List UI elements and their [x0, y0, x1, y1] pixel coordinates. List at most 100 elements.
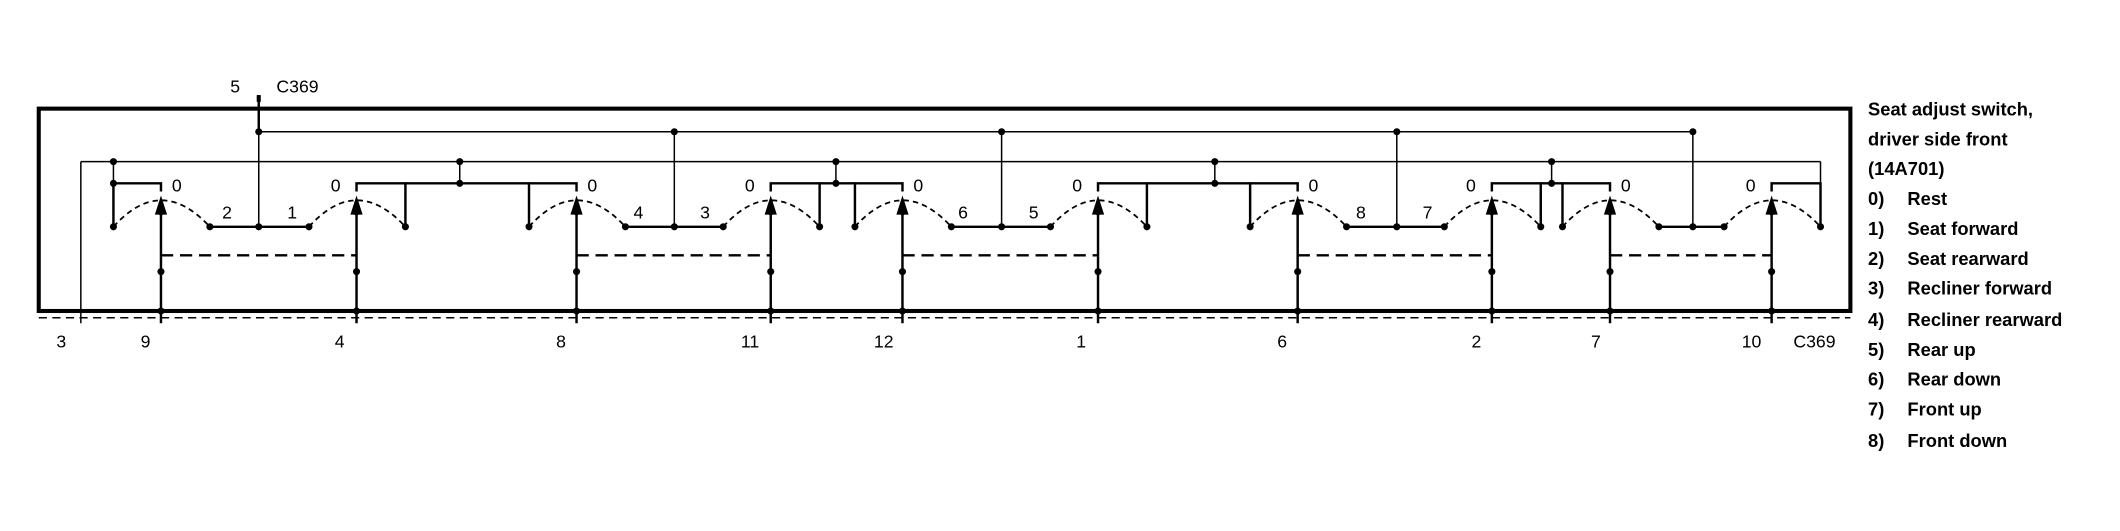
junction-dot — [456, 179, 464, 187]
rotary-switch-10: 0 — [1720, 175, 1825, 324]
connector-pin-label: 3 — [56, 332, 66, 352]
junction-dot — [109, 179, 117, 187]
switch-position-label: 2 — [222, 203, 232, 223]
legend: Seat adjust switch, driver side front (1… — [1868, 98, 2062, 450]
pivot-dot — [157, 208, 165, 216]
switch-position-label: 8 — [1356, 203, 1366, 223]
switch-wiper-arc — [308, 199, 407, 228]
junction-dot — [1689, 223, 1697, 231]
pivot-dot — [1488, 208, 1496, 216]
junction-dot — [1548, 158, 1556, 166]
legend-item-label: Rear up — [1907, 339, 1975, 360]
pivot-junction-dot — [1606, 268, 1614, 276]
rest-contact-bracket — [1770, 182, 1822, 227]
pivot-junction-dot — [1768, 268, 1776, 276]
contact-dot — [1343, 223, 1351, 231]
pivot-junction-dot — [157, 268, 165, 276]
rest-contact-bracket — [1561, 182, 1612, 227]
rest-position-label: 0 — [1746, 175, 1756, 195]
contact-dot — [1720, 223, 1728, 231]
legend-item-number: 4) — [1868, 309, 1884, 330]
junction-dot — [255, 223, 263, 231]
connector-junction-dot — [898, 307, 906, 315]
legend-item-label: Rest — [1907, 188, 1947, 209]
legend-title-line-2: driver side front — [1868, 128, 2008, 149]
junction-dot — [1548, 179, 1556, 187]
legend-item-number: 0) — [1868, 188, 1884, 209]
junction-dot — [456, 158, 464, 166]
wiper-arrow-icon — [1291, 195, 1304, 215]
connector-junction-dot — [573, 307, 581, 315]
wiper-arrow-icon — [1485, 195, 1498, 215]
rest-contact-bracket — [1096, 182, 1149, 227]
wiper-arrow-icon — [764, 195, 777, 215]
bottom-connector-name-label: C369 — [1793, 332, 1835, 352]
legend-item-number: 7) — [1868, 399, 1884, 420]
pivot-dot — [573, 208, 581, 216]
pivot-dot — [1768, 208, 1776, 216]
junction-dot — [998, 128, 1006, 136]
switch-wiper-arc — [112, 199, 211, 228]
junction-dot — [109, 158, 117, 166]
switch-housing-outline — [36, 106, 1853, 314]
rest-contact-bracket — [112, 182, 163, 227]
connector-pin-label: 8 — [556, 332, 566, 352]
legend-item-number: 2) — [1868, 248, 1884, 269]
rest-contact-bracket — [769, 182, 821, 227]
pivot-junction-dot — [1094, 268, 1102, 276]
connector-pin-label: 11 — [741, 332, 759, 352]
wiper-arrow-icon — [1603, 195, 1617, 215]
switch-position-label: 5 — [1029, 203, 1039, 223]
junction-dot — [1393, 223, 1401, 231]
rest-position-label: 0 — [1466, 175, 1476, 195]
pivot-junction-dot — [573, 268, 581, 276]
switch-wiper-arc — [854, 199, 953, 228]
rest-position-label: 0 — [172, 175, 182, 195]
pivot-junction-dot — [1294, 268, 1302, 276]
legend-item-label: Rear down — [1907, 369, 2001, 390]
junction-dot — [832, 179, 840, 187]
legend-item-label: Recliner forward — [1907, 278, 2052, 299]
switch-wiper-arc — [722, 199, 821, 228]
legend-title-line-1: Seat adjust switch, — [1868, 98, 2033, 119]
switch-position-label: 4 — [634, 203, 644, 223]
rest-position-label: 0 — [1072, 175, 1082, 195]
legend-item-number: 3) — [1868, 278, 1884, 299]
connector-junction-dot — [1488, 307, 1496, 315]
rest-contact-bracket — [1490, 182, 1542, 227]
pivot-dot — [767, 208, 775, 216]
switch-wiper-arc — [1049, 199, 1148, 228]
switch-wiper-arc — [1723, 199, 1822, 228]
junction-dot — [670, 128, 678, 136]
rest-position-label: 0 — [1621, 175, 1631, 195]
top-connector-pin-label: 5 — [230, 76, 240, 96]
rest-position-label: 0 — [587, 175, 597, 195]
switch-position-label: 3 — [700, 203, 710, 223]
junction-dot — [255, 128, 263, 136]
connector-pin-label: 7 — [1591, 332, 1601, 352]
top-connector-pin-mark — [256, 95, 261, 102]
pivot-junction-dot — [898, 268, 906, 276]
junction-dot — [670, 223, 678, 231]
rest-contact-bracket — [355, 182, 407, 227]
legend-item-number: 8) — [1868, 430, 1884, 451]
connector-pin-label: 2 — [1471, 332, 1481, 352]
contact-dot — [1558, 223, 1567, 231]
switch-wiper-arc — [1561, 199, 1660, 228]
contact-dot — [851, 223, 859, 231]
wiper-arrow-icon — [896, 195, 909, 215]
rest-position-label: 0 — [745, 175, 755, 195]
switch-wiper-arc — [1443, 199, 1542, 228]
junction-dot — [832, 158, 840, 166]
contact-dot — [1246, 223, 1254, 231]
legend-item-label: Seat forward — [1907, 218, 2018, 239]
contact-dot — [1537, 223, 1545, 231]
junction-dot — [1689, 128, 1697, 136]
legend-item-number: 5) — [1868, 339, 1884, 360]
junction-dot — [1211, 158, 1219, 166]
junction-dot — [1211, 179, 1219, 187]
legend-title-line-3: (14A701) — [1868, 158, 1944, 179]
